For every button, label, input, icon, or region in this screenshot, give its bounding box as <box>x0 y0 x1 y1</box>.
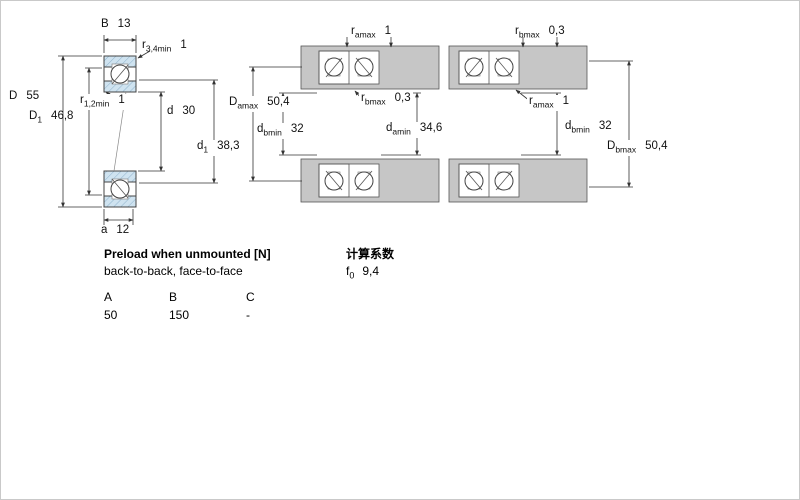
left-dimension-lines <box>58 35 218 225</box>
preload-value-c: - <box>246 308 250 322</box>
preload-value-a: 50 <box>104 308 118 322</box>
preload-value-b: 150 <box>169 308 190 322</box>
preload-subtitle: back-to-back, face-to-face <box>104 264 243 278</box>
preload-col-header-b: B <box>169 290 178 304</box>
middle-pair-drawing <box>300 45 440 203</box>
calc-factors-title: 计算系数 <box>346 247 395 261</box>
preload-col-header-a: A <box>104 290 113 304</box>
preload-title: Preload when unmounted [N] <box>104 247 271 261</box>
right-pair-drawing <box>448 45 588 203</box>
preload-col-header-c: C <box>246 290 255 304</box>
left-bearing-drawing <box>103 55 137 208</box>
